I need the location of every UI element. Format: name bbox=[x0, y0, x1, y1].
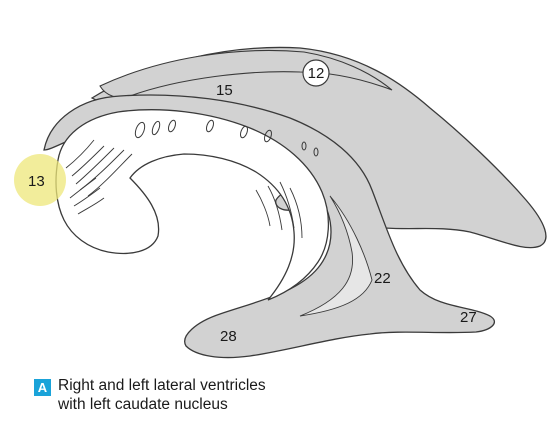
caption-text: Right and left lateral ventricles with l… bbox=[58, 376, 266, 414]
caption-line-2: with left caudate nucleus bbox=[58, 396, 228, 413]
label-12: 12 bbox=[308, 65, 325, 82]
caudate-striations bbox=[65, 139, 303, 239]
label-15: 15 bbox=[216, 82, 233, 99]
label-13: 13 bbox=[28, 173, 45, 190]
label-27: 27 bbox=[460, 309, 477, 326]
caudate-nucleus-shape bbox=[55, 109, 330, 301]
caption-line-1: Right and left lateral ventricles bbox=[58, 377, 266, 394]
figure-caption: A Right and left lateral ventricles with… bbox=[34, 376, 266, 414]
figure-badge: A bbox=[34, 379, 51, 396]
label-22: 22 bbox=[374, 270, 391, 287]
label-12-ring bbox=[302, 59, 330, 87]
inferior-horn-groove bbox=[299, 195, 373, 317]
highlight-marker bbox=[14, 154, 66, 206]
label-28: 28 bbox=[220, 328, 237, 345]
caudate-vessel-openings bbox=[134, 119, 319, 157]
